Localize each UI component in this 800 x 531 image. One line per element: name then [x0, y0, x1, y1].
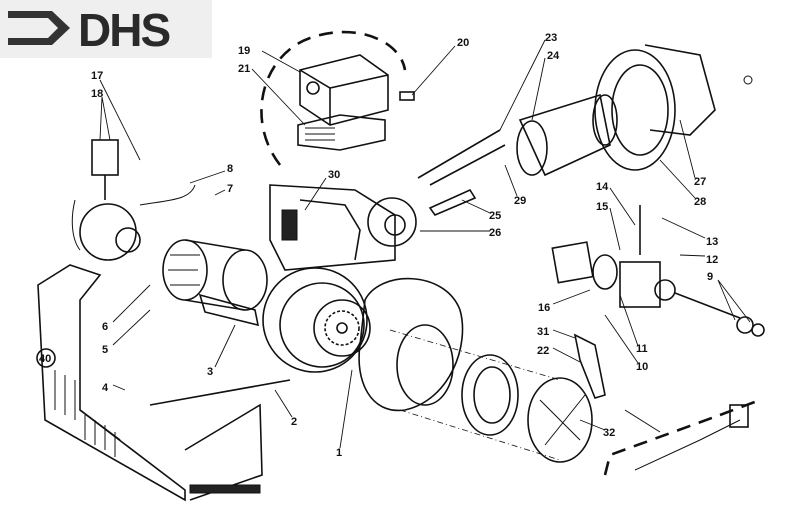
label-23: 23 — [545, 32, 557, 44]
air-volute-part — [358, 277, 593, 463]
label-32: 32 — [603, 427, 615, 439]
blast-tube-part — [417, 44, 753, 216]
label-5: 5 — [102, 344, 108, 356]
label-2: 2 — [291, 416, 297, 428]
label-28: 28 — [694, 196, 706, 208]
label-8: 8 — [227, 163, 233, 175]
pump-left-part — [71, 139, 196, 261]
label-10: 10 — [636, 361, 648, 373]
label-26: 26 — [489, 227, 501, 239]
control-box-part — [260, 30, 415, 166]
motor-part — [162, 239, 268, 327]
label-30: 30 — [328, 169, 340, 181]
label-4: 4 — [102, 382, 109, 394]
cover-part: 40 — [36, 264, 291, 502]
label-1: 1 — [336, 447, 342, 459]
label-14: 14 — [596, 181, 609, 193]
label-22: 22 — [537, 345, 549, 357]
electrode-bracket-part — [573, 333, 761, 476]
label-29: 29 — [514, 195, 526, 207]
logo-text: DHS — [78, 4, 169, 56]
label-19: 19 — [238, 45, 250, 57]
label-27: 27 — [694, 176, 706, 188]
label-17: 17 — [91, 70, 103, 82]
label-25: 25 — [489, 210, 501, 222]
pump-right-part — [551, 205, 765, 337]
label-6: 6 — [102, 321, 108, 333]
label-7: 7 — [227, 183, 233, 195]
label-13: 13 — [706, 236, 718, 248]
label-16: 16 — [538, 302, 550, 314]
damper-flange-part — [367, 197, 417, 247]
dhs-logo: DHS — [0, 0, 212, 58]
label-15: 15 — [596, 201, 608, 213]
logo-arrow-icon — [8, 11, 70, 45]
label-24: 24 — [547, 50, 560, 62]
cover-badge-text: 40 — [39, 353, 51, 365]
fan-housing-part — [262, 267, 371, 373]
label-9: 9 — [707, 271, 713, 283]
leader-lines — [99, 39, 751, 449]
label-20: 20 — [457, 37, 469, 49]
label-18: 18 — [91, 88, 103, 100]
part-labels: 1 2 3 4 5 6 7 8 9 10 11 12 13 14 15 16 1… — [91, 32, 718, 459]
label-12: 12 — [706, 254, 718, 266]
label-3: 3 — [207, 366, 213, 378]
label-11: 11 — [636, 343, 648, 355]
label-21: 21 — [238, 63, 250, 75]
label-31: 31 — [537, 326, 549, 338]
chassis-part — [269, 184, 396, 271]
